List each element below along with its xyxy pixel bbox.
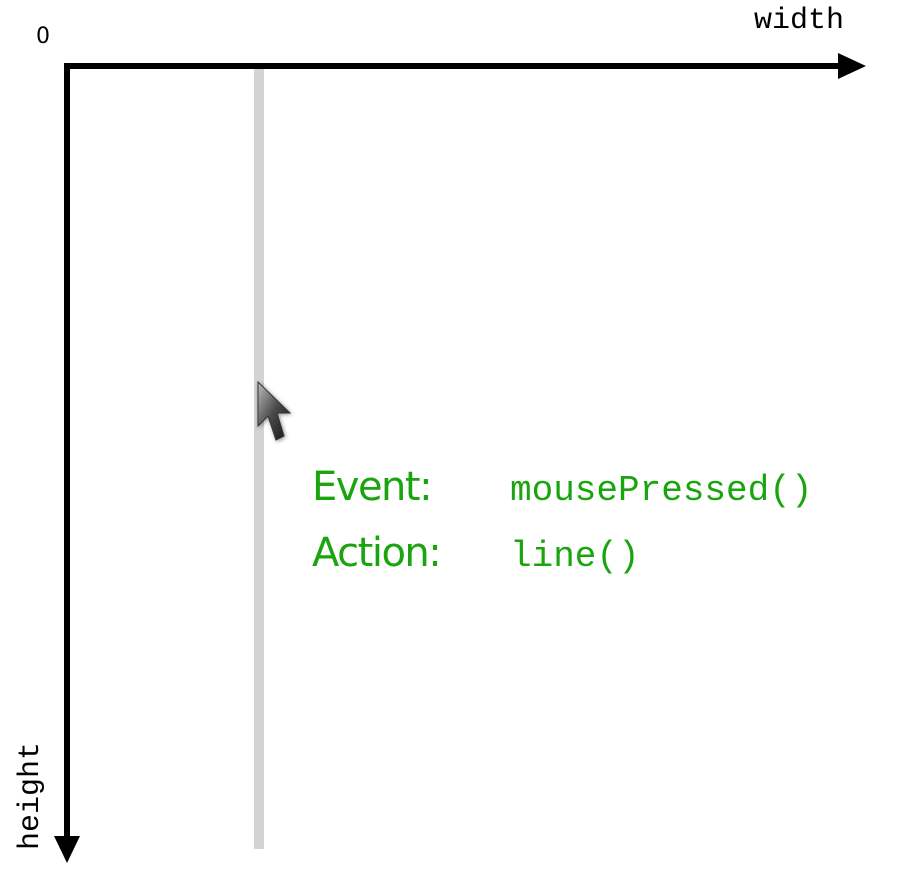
action-key: Action: xyxy=(312,530,442,576)
event-row: Event: mousePressed() xyxy=(312,456,812,522)
event-value: mousePressed() xyxy=(510,470,813,511)
mouse-pointer-icon xyxy=(257,380,292,441)
event-caption: Event: mousePressed() Action: line() xyxy=(312,456,812,588)
x-axis xyxy=(66,53,866,79)
x-axis-label: width xyxy=(754,4,845,38)
drawn-vertical-line xyxy=(254,66,264,849)
x-axis-arrowhead xyxy=(838,53,866,79)
action-value: line() xyxy=(510,536,640,577)
action-row: Action: line() xyxy=(312,522,812,588)
y-axis-arrowhead xyxy=(54,836,80,863)
origin-label: 0 xyxy=(36,24,50,49)
event-key: Event: xyxy=(312,464,433,510)
y-axis xyxy=(54,63,80,863)
